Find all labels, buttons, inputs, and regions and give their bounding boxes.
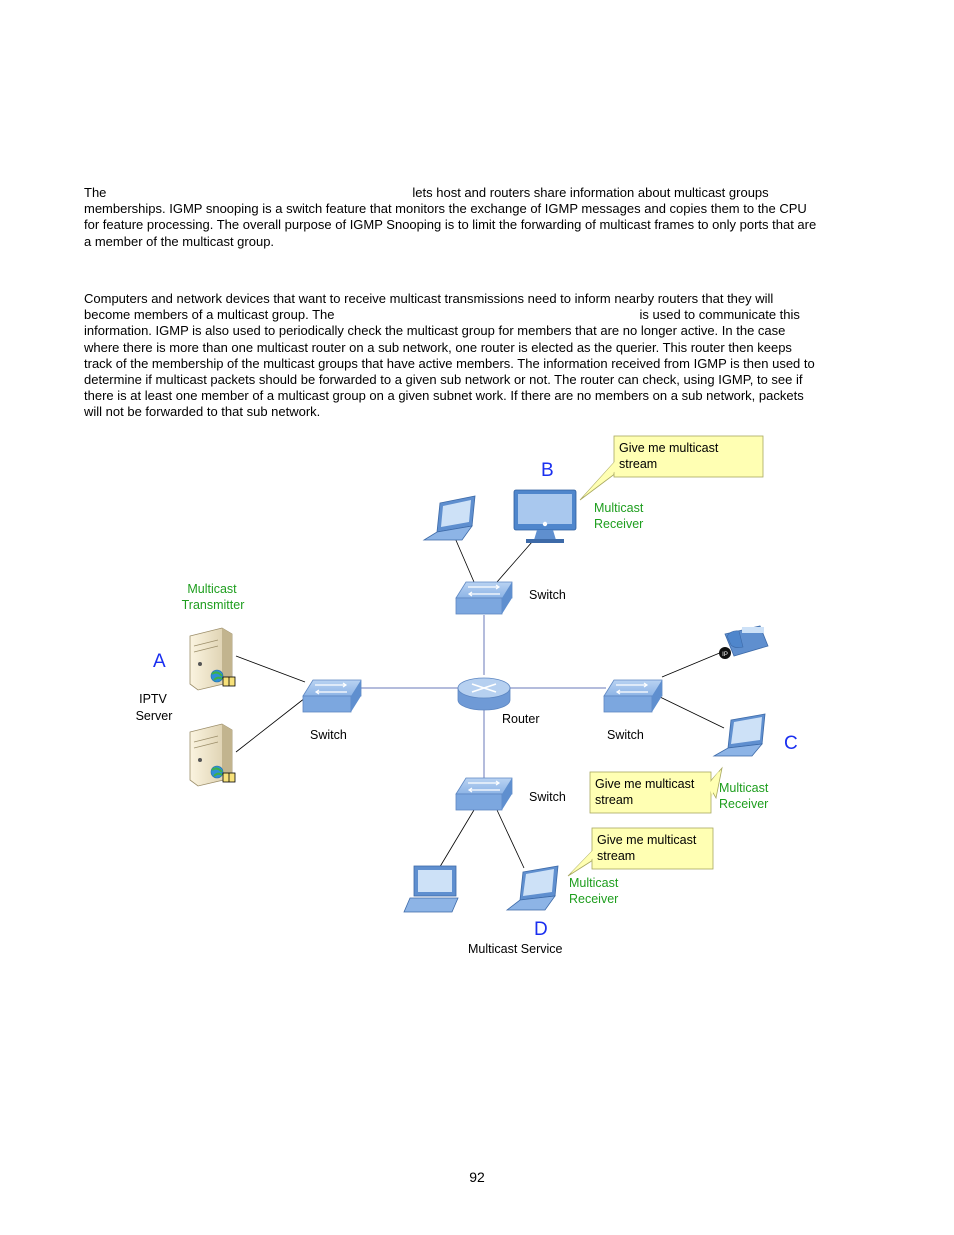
receiver-label: Multicast <box>719 781 769 795</box>
paragraph-igmp-snooping: The lets host and routers share informati… <box>84 185 874 250</box>
link-line <box>496 809 525 869</box>
multicast-network-diagram: IP Give me multicast stream Give me mult… <box>136 435 798 956</box>
laptop-icon <box>712 713 766 757</box>
callout-right: Give me multicast stream <box>589 766 723 814</box>
link-line <box>454 537 475 583</box>
callout-text: Give me multicast <box>595 777 695 791</box>
letter-b: B <box>541 460 554 481</box>
link-line <box>496 541 533 583</box>
link-line <box>661 651 723 678</box>
monitor-icon <box>513 489 577 543</box>
router-icon <box>457 677 511 711</box>
callout-text: Give me multicast <box>597 833 697 847</box>
callout-text: Give me multicast <box>619 441 719 455</box>
receiver-label: Receiver <box>594 517 643 531</box>
switch-left <box>302 679 362 713</box>
ip-phone-icon: IP <box>719 625 769 659</box>
paragraph-line: The lets host and routers share informati… <box>84 185 874 201</box>
paragraph-line: information. IGMP is also used to period… <box>84 323 786 339</box>
paragraph-line: for feature processing. The overall purp… <box>84 217 817 233</box>
switch-top <box>455 581 513 615</box>
link-line <box>437 809 475 871</box>
receiver-label: Multicast <box>594 501 644 515</box>
diagram-caption: Multicast Service <box>468 942 563 956</box>
paragraph-line: a member of the multicast group. <box>84 233 275 249</box>
receiver-label: Receiver <box>719 797 768 811</box>
server-icon <box>189 627 236 691</box>
callout-top: Give me multicast stream <box>579 435 764 501</box>
paragraph-line: determine if multicast packets should be… <box>84 372 803 388</box>
receiver-label: Receiver <box>569 892 618 906</box>
paragraph-line: there is at least one member of a multic… <box>84 388 804 404</box>
svg-text:IP: IP <box>722 652 728 658</box>
switch-label: Switch <box>310 728 347 742</box>
paragraph-line: become members of a multicast group. The… <box>84 307 874 323</box>
letter-a: A <box>153 651 166 672</box>
paragraph-line: will not be forwarded to that sub networ… <box>84 404 321 420</box>
paragraph-text: become members of a multicast group. The <box>84 307 335 323</box>
link-line <box>235 697 306 753</box>
switch-label: Switch <box>529 790 566 804</box>
paragraph-line: Computers and network devices that want … <box>84 291 774 306</box>
desktop-computer-icon <box>403 865 459 913</box>
switch-right <box>603 679 663 713</box>
paragraph-text: is used to communicate this <box>639 307 800 323</box>
transmitter-label: Transmitter <box>182 598 245 612</box>
link-line <box>659 696 725 729</box>
switch-bottom <box>455 777 513 811</box>
letter-d: D <box>534 919 548 940</box>
device-links <box>235 537 725 871</box>
letter-c: C <box>784 733 798 754</box>
callout-bottom: Give me multicast stream <box>567 827 714 877</box>
page-number: 92 <box>469 1169 485 1185</box>
laptop-icon <box>505 865 559 911</box>
laptop-icon <box>422 495 476 541</box>
server-label: Server <box>136 709 173 723</box>
server-label: IPTV <box>139 692 167 706</box>
paragraph-line: where there is more than one multicast r… <box>84 339 792 355</box>
transmitter-label: Multicast <box>187 582 237 596</box>
switch-label: Switch <box>607 728 644 742</box>
callout-text: stream <box>619 457 657 471</box>
server-icon <box>189 723 236 787</box>
callout-text: stream <box>595 793 633 807</box>
router-label: Router <box>502 712 540 726</box>
paragraph-igmp-overview: Computers and network devices that want … <box>84 291 874 421</box>
receiver-label: Multicast <box>569 876 619 890</box>
paragraph-text: The <box>84 185 107 200</box>
paragraph-text: lets host and routers share information … <box>412 185 769 200</box>
switch-label: Switch <box>529 588 566 602</box>
paragraph-line: track of the membership of the multicast… <box>84 355 815 371</box>
link-line <box>235 655 306 683</box>
link-lines <box>360 615 606 780</box>
callout-text: stream <box>597 849 635 863</box>
paragraph-line: memberships. IGMP snooping is a switch f… <box>84 201 807 217</box>
